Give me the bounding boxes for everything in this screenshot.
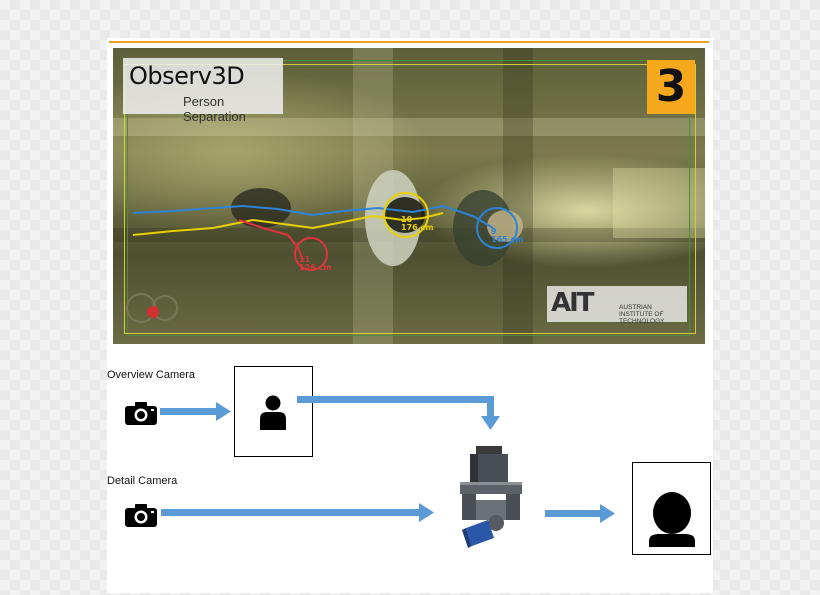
track-circle-9: [476, 207, 518, 249]
overview-camera-label: Overview Camera: [107, 369, 196, 381]
face-silhouette-icon: [649, 492, 695, 547]
track-path-11: [238, 219, 304, 261]
pan-tilt-camera-icon: [460, 446, 522, 548]
camera-icon: [125, 402, 157, 425]
detail-camera-label: Detail Camera: [107, 475, 178, 487]
step-number-badge: 3: [647, 60, 695, 114]
track-path-9: [132, 204, 494, 229]
top-rule: [109, 41, 709, 43]
tracking-region-inner: [124, 64, 696, 334]
observ3d-logo: Observ3D Person Separation: [123, 58, 283, 124]
ait-institution-name: AUSTRIAN INSTITUTE OF TECHNOLOGY: [619, 304, 665, 325]
person-head-2: [385, 197, 425, 233]
overview-detection-box: [234, 366, 313, 457]
person-icon: [260, 395, 286, 430]
arrow-overview-to-box: [160, 402, 231, 421]
tracking-region-outer: [127, 60, 690, 336]
track-path-10: [132, 212, 444, 236]
arrow-box-to-ptu: [297, 396, 500, 430]
camera-icon: [125, 504, 157, 527]
arrow-ptu-to-face: [545, 504, 615, 523]
arrow-detail-to-ptu: [161, 503, 434, 522]
track-circle-11: [294, 237, 328, 271]
ait-mark: AIT: [551, 288, 595, 318]
track-circle-10: [383, 192, 429, 238]
face-output-box: [632, 462, 711, 555]
ait-logo: AIT AUSTRIAN INSTITUTE OF TECHNOLOGY: [547, 286, 687, 325]
logo-subtitle: Person Separation: [183, 94, 246, 124]
track-overlay: [132, 170, 523, 271]
logo-title: Observ3D: [129, 62, 245, 90]
recording-indicator: [126, 293, 178, 323]
